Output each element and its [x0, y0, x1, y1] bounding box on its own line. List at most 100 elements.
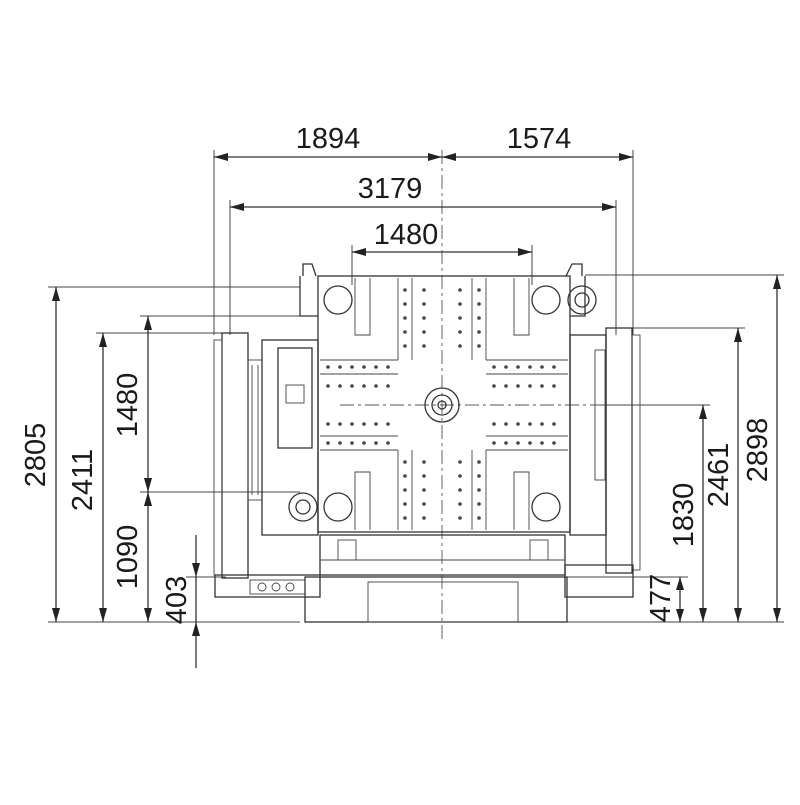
bolt-hole [458, 302, 462, 306]
bolt-hole [540, 422, 544, 426]
bolt-hole [422, 344, 426, 348]
bolt-hole [326, 422, 330, 426]
bolt-hole [477, 330, 481, 334]
bolt-hole [374, 365, 378, 369]
bolt-hole [422, 330, 426, 334]
bolt-hole [386, 365, 390, 369]
bolt-hole [516, 384, 520, 388]
left-chip-conveyor [247, 359, 263, 501]
dim-label-1480-left: 1480 [112, 373, 144, 438]
bolt-hole [386, 441, 390, 445]
bolt-hole [458, 316, 462, 320]
right-dimensions: 2898 2461 1830 477 [565, 274, 784, 623]
bolt-hole [403, 330, 407, 334]
machine-outline [213, 263, 641, 623]
bolt-hole [477, 316, 481, 320]
bolt-hole [477, 502, 481, 506]
bolt-hole [477, 516, 481, 520]
dim-label-2805: 2805 [20, 423, 52, 488]
bolt-hole [338, 384, 342, 388]
bolt-hole [422, 488, 426, 492]
left-housing [261, 339, 319, 536]
bolt-hole [326, 384, 330, 388]
bolt-hole [350, 365, 354, 369]
bolt-hole [338, 441, 342, 445]
bolt-hole [458, 516, 462, 520]
bolt-hole [386, 384, 390, 388]
bolt-hole [403, 302, 407, 306]
bolt-hole [374, 441, 378, 445]
dim-label-477: 477 [645, 574, 677, 622]
base-front [319, 534, 566, 576]
bolt-hole [477, 344, 481, 348]
bolt-hole [552, 422, 556, 426]
bolt-hole [516, 365, 520, 369]
left-column [221, 332, 249, 579]
bolt-hole [422, 316, 426, 320]
bolt-hole [350, 441, 354, 445]
bolt-hole [403, 502, 407, 506]
dim-label-1574: 1574 [507, 123, 572, 155]
corner-clamp-bottom-right [531, 492, 561, 522]
dim-label-2898: 2898 [742, 418, 774, 483]
bolt-hole [540, 365, 544, 369]
bolt-hole [528, 441, 532, 445]
bolt-hole [362, 441, 366, 445]
rotary-table [317, 275, 571, 533]
bolt-hole [504, 441, 508, 445]
bolt-hole [403, 516, 407, 520]
bolt-hole [386, 422, 390, 426]
bolt-hole [422, 516, 426, 520]
left-control-box [277, 347, 313, 449]
bolt-hole [374, 384, 378, 388]
bolt-hole [477, 460, 481, 464]
dim-label-3179: 3179 [358, 173, 423, 205]
bolt-hole [403, 474, 407, 478]
bolt-hole [552, 384, 556, 388]
bolt-hole [492, 422, 496, 426]
bolt-hole [477, 488, 481, 492]
dim-label-1090: 1090 [112, 525, 144, 590]
bolt-hole [403, 316, 407, 320]
bolt-hole [458, 344, 462, 348]
bolt-hole [458, 502, 462, 506]
bolt-hole [516, 441, 520, 445]
bolt-hole [477, 302, 481, 306]
bolt-hole [403, 288, 407, 292]
bolt-hole [458, 330, 462, 334]
top-dimensions: 1894 1574 3179 1480 [213, 123, 634, 335]
bolt-hole [458, 460, 462, 464]
bolt-hole [422, 288, 426, 292]
bolt-hole [492, 384, 496, 388]
bolt-hole [504, 422, 508, 426]
bolt-hole [458, 488, 462, 492]
bolt-hole [326, 365, 330, 369]
bolt-hole [477, 288, 481, 292]
bolt-hole [528, 384, 532, 388]
bolt-hole [350, 384, 354, 388]
bolt-hole [492, 441, 496, 445]
dim-label-2461: 2461 [703, 443, 735, 508]
bolt-hole [338, 422, 342, 426]
bolt-hole [528, 422, 532, 426]
bolt-hole [458, 288, 462, 292]
right-housing [569, 334, 607, 536]
bolt-hole [403, 488, 407, 492]
base-bottom [304, 576, 568, 623]
bolt-hole [422, 502, 426, 506]
corner-clamp-top-right [531, 285, 561, 315]
bolt-hole [338, 365, 342, 369]
bolt-hole [504, 384, 508, 388]
corner-clamp-bottom-left [323, 492, 353, 522]
bolt-hole [422, 302, 426, 306]
table-bolt-holes [326, 288, 556, 520]
bolt-hole [350, 422, 354, 426]
right-column [605, 327, 633, 574]
bolt-hole [326, 441, 330, 445]
bolt-hole [504, 365, 508, 369]
bolt-hole [362, 422, 366, 426]
bolt-hole [403, 344, 407, 348]
left-dimensions: 2805 2411 1480 1090 403 [20, 286, 300, 668]
